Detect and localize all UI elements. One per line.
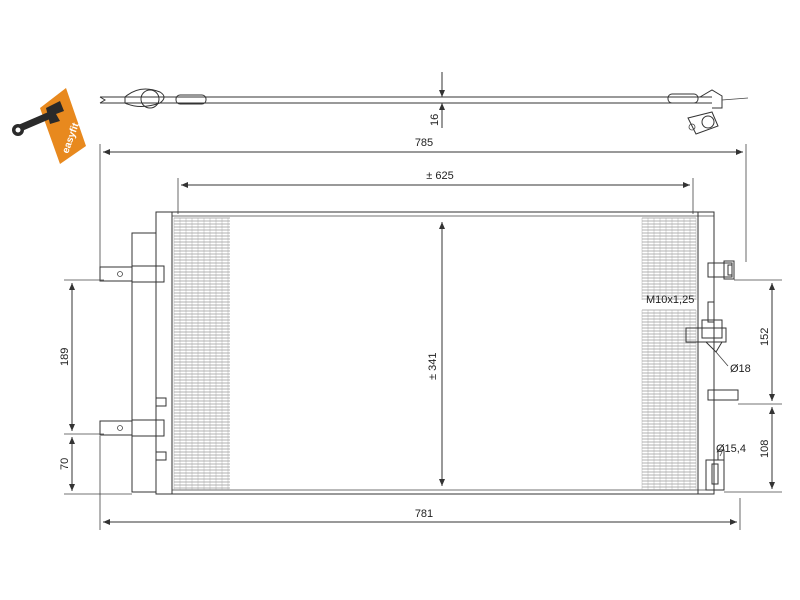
bottom-width-label: 781 <box>415 508 433 520</box>
top-slot-right <box>667 93 699 104</box>
port-lower-label: Ø15,4 <box>716 443 746 455</box>
top-view-profile: 16 <box>99 72 749 135</box>
fin-block-right-upper <box>641 217 697 300</box>
right-dimensions: 152 108 <box>724 279 782 493</box>
left-bracket-upper <box>99 265 165 283</box>
right-upper-label: 152 <box>759 328 771 346</box>
port-upper-label: Ø18 <box>730 363 751 375</box>
right-header-tank <box>697 211 715 495</box>
top-slot <box>175 94 207 105</box>
right-middle-bracket <box>707 389 739 401</box>
overall-width-label: 785 <box>415 137 433 149</box>
right-upper-bracket <box>707 260 735 280</box>
core-width-dimension: ± 625 <box>177 170 694 214</box>
core-frame <box>171 211 715 495</box>
outlet-port-fitting <box>705 449 725 491</box>
top-thickness-label: 16 <box>429 114 441 126</box>
left-dimensions: 189 70 <box>59 279 132 495</box>
bottom-width-dimension: 781 <box>99 436 741 530</box>
top-right-fitting <box>699 89 723 109</box>
wrench-icon <box>12 101 64 136</box>
core-width-label: ± 625 <box>426 170 453 182</box>
top-bracket-hole <box>140 89 160 109</box>
core-height-dimension: ± 341 <box>427 222 445 486</box>
top-bracket-left <box>124 88 165 107</box>
condenser-body <box>99 211 739 495</box>
left-bracket-bottom-label: 70 <box>59 458 71 470</box>
core-height-label: ± 341 <box>427 353 439 380</box>
inlet-port-fitting <box>685 301 727 353</box>
fin-block-left <box>173 217 230 490</box>
overall-width-dimension: 785 <box>99 137 747 268</box>
receiver-drier <box>131 232 157 493</box>
fin-block-right-lower <box>641 309 697 491</box>
right-lower-label: 108 <box>759 440 771 458</box>
left-bracket-lower <box>99 419 165 437</box>
thread-label: M10x1,25 <box>646 294 694 306</box>
easyfit-logo: easyfit <box>12 88 86 164</box>
port-callouts: M10x1,25 Ø18 Ø15,4 <box>646 294 751 457</box>
left-bracket-spacing-label: 189 <box>59 348 71 366</box>
